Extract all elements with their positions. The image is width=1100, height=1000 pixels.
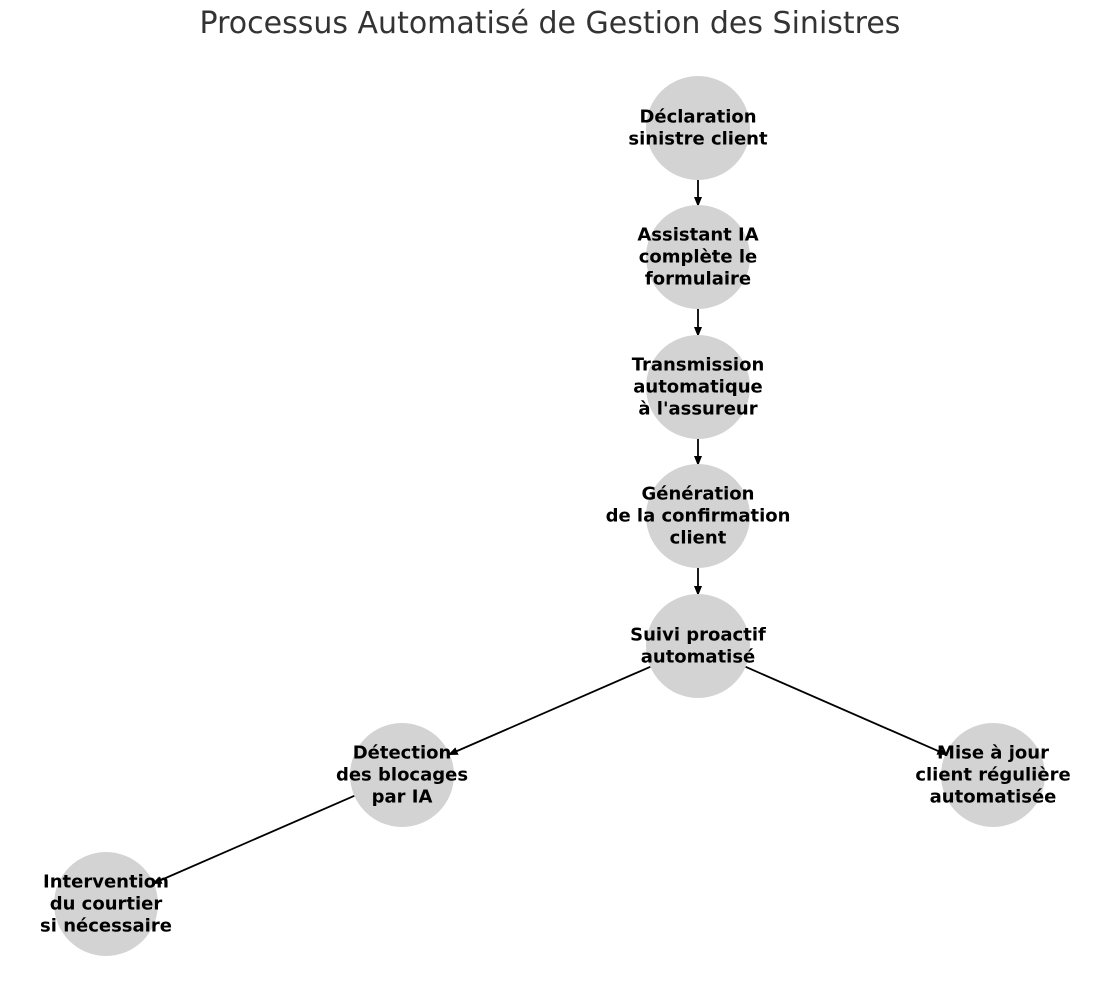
node-label-line: automatisé — [641, 647, 756, 668]
node-label-line: des blocages — [336, 765, 468, 786]
node-label-line: Transmission — [632, 355, 765, 376]
node-circle — [941, 723, 1045, 827]
diagram-title: Processus Automatisé de Gestion des Sini… — [199, 6, 901, 41]
node-circle — [646, 76, 750, 180]
edge-suivi-to-detection — [447, 665, 651, 756]
node-label-line: Génération — [642, 484, 755, 505]
node-label-line: du courtier — [50, 894, 163, 915]
node-circle — [54, 852, 158, 956]
node-label-line: Suivi proactif — [630, 625, 766, 646]
node-label-line: automatisée — [930, 787, 1057, 808]
node-label-line: si nécessaire — [40, 916, 172, 937]
node-circle — [646, 205, 750, 309]
node-label-line: client régulière — [915, 765, 1070, 786]
node-circle — [646, 335, 750, 439]
node-label-line: Assistant IA — [637, 225, 758, 246]
node-label-line: Détection — [353, 743, 452, 764]
node-circle — [350, 723, 454, 827]
node-circle — [646, 594, 750, 698]
node-label-line: Déclaration — [639, 107, 756, 128]
node-label-line: formulaire — [645, 269, 751, 290]
edge-suivi-to-mise-a-jour — [745, 666, 948, 756]
node-label-line: Intervention — [43, 872, 169, 893]
node-label-line: Mise à jour — [937, 743, 1049, 764]
node-circle — [646, 464, 750, 568]
node-label-line: sinistre client — [628, 129, 768, 150]
node-label-line: par IA — [372, 787, 433, 808]
node-label-line: de la confirmation — [606, 506, 791, 527]
edge-detection-to-intervention — [151, 794, 355, 885]
node-label-line: complète le — [639, 247, 758, 268]
node-label-line: à l'assureur — [638, 399, 757, 420]
node-label-line: automatique — [633, 377, 763, 398]
node-label-line: client — [670, 528, 727, 549]
